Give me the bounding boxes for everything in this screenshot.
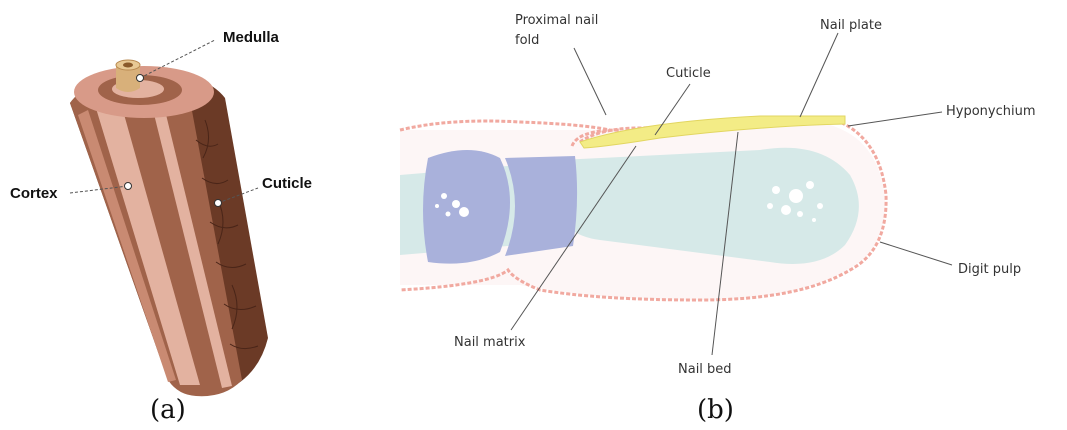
- hair-shaft-diagram: Medulla Cortex Cuticle (a): [10, 29, 312, 425]
- label-nail-matrix: Nail matrix: [454, 335, 526, 350]
- label-medulla: Medulla: [223, 29, 279, 46]
- label-proximal-nail-fold-2: fold: [515, 33, 539, 48]
- label-digit-pulp: Digit pulp: [958, 262, 1021, 277]
- label-cuticle-nail: Cuticle: [666, 66, 711, 81]
- joint-blue-right: [505, 156, 577, 256]
- label-cortex: Cortex: [10, 185, 58, 202]
- label-proximal-nail-fold: Proximal nail: [515, 13, 598, 28]
- label-hyponychium: Hyponychium: [946, 104, 1036, 119]
- label-nail-bed: Nail bed: [678, 362, 732, 377]
- caption-a: (a): [150, 395, 186, 425]
- nail-anatomy-diagram: Proximal nail fold Cuticle Nail plate Hy…: [400, 13, 1036, 425]
- label-cuticle-hair: Cuticle: [262, 175, 312, 192]
- hair-medulla-hole: [123, 63, 133, 68]
- caption-b: (b): [697, 395, 734, 425]
- cortex-marker: [125, 183, 132, 190]
- cuticle-marker-a: [215, 200, 222, 207]
- label-nail-plate: Nail plate: [820, 18, 882, 33]
- medulla-marker: [137, 75, 144, 82]
